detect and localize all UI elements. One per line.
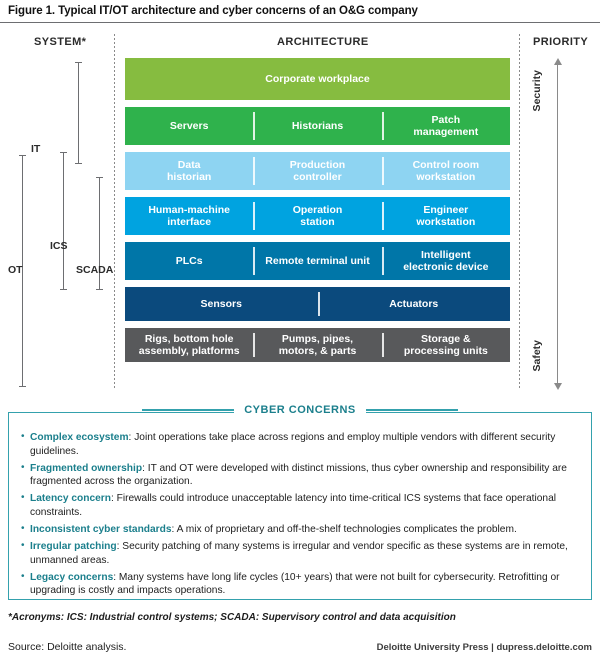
- figure-title: Figure 1. Typical IT/OT architecture and…: [8, 5, 418, 17]
- list-item: Complex ecosystem: Joint operations take…: [21, 430, 579, 458]
- architecture-stack: Corporate workplace Servers Historians P…: [125, 58, 510, 369]
- concern-term: Inconsistent cyber standards: [30, 523, 172, 535]
- dotted-separator-left: [114, 34, 115, 390]
- dotted-separator-right: [519, 34, 520, 390]
- priority-label-security: Security: [531, 70, 543, 112]
- list-item: Irregular patching: Security patching of…: [21, 539, 579, 567]
- bracket-ics: [60, 152, 67, 290]
- source-note: Source: Deloitte analysis.: [8, 641, 127, 653]
- title-rule-right: [365, 409, 458, 411]
- architecture-cell[interactable]: PLCs: [175, 254, 203, 267]
- cyber-concerns-panel: CYBER CONCERNS Complex ecosystem: Joint …: [8, 404, 592, 600]
- concern-text: : Many systems have long life cycles (10…: [30, 571, 560, 597]
- concern-term: Complex ecosystem: [30, 432, 129, 443]
- concern-text: : Firewalls could introduce unacceptable…: [30, 493, 557, 518]
- architecture-cell[interactable]: Corporate workplace: [265, 72, 370, 85]
- column-header-priority: PRIORITY: [533, 36, 589, 48]
- architecture-cell[interactable]: Sensors: [200, 297, 242, 310]
- list-item: Fragmented ownership: IT and OT were dev…: [21, 461, 579, 489]
- bracket-label-ot: OT: [8, 264, 23, 276]
- concern-text: : IT and OT were developed with distinct…: [30, 462, 567, 488]
- concern-term: Latency concern: [30, 493, 111, 505]
- arrow-down-icon: [553, 383, 562, 390]
- priority-label-safety: Safety: [531, 340, 543, 372]
- bracket-it: [75, 62, 82, 164]
- arrow-up-icon: [553, 58, 562, 65]
- concern-term: Fragmented ownership: [30, 462, 143, 474]
- acronyms-note: *Acronyms: ICS: Industrial control syste…: [8, 612, 456, 623]
- architecture-cell[interactable]: Servers: [169, 119, 209, 132]
- column-header-system: SYSTEM*: [34, 36, 87, 48]
- architecture-cell[interactable]: Actuators: [317, 287, 511, 321]
- architecture-cell[interactable]: Historians: [253, 107, 381, 145]
- bracket-label-ics: ICS: [50, 240, 68, 252]
- title-divider: [0, 22, 600, 23]
- concern-text: : Joint operations take place across reg…: [30, 432, 556, 457]
- publisher-credit[interactable]: Deloitte University Press | dupress.delo…: [376, 642, 592, 653]
- bracket-scada: [96, 177, 103, 290]
- list-item: Latency concern: Firewalls could introdu…: [21, 491, 579, 519]
- architecture-row-sensors[interactable]: Sensors Actuators: [125, 287, 510, 321]
- architecture-cell[interactable]: Remote terminal unit: [253, 242, 381, 280]
- bracket-label-scada: SCADA: [76, 264, 114, 276]
- bracket-label-it: IT: [31, 143, 41, 155]
- list-item: Legacy concerns: Many systems have long …: [21, 570, 579, 598]
- priority-axis-arrow: [553, 58, 562, 390]
- title-rule-left: [142, 409, 235, 411]
- bracket-ot: [19, 155, 26, 387]
- cyber-concerns-list: Complex ecosystem: Joint operations take…: [9, 413, 591, 598]
- concern-text: : Security patching of many systems is i…: [30, 540, 568, 566]
- concern-text: : A mix of proprietary and off-the-shelf…: [171, 523, 517, 535]
- concern-term: Legacy concerns: [30, 571, 114, 583]
- architecture-cell[interactable]: Storage &processing units: [381, 328, 510, 362]
- list-item: Inconsistent cyber standards: A mix of p…: [21, 522, 579, 537]
- architecture-cell[interactable]: Pumps, pipes,motors, & parts: [253, 328, 381, 362]
- column-header-architecture: ARCHITECTURE: [277, 36, 369, 48]
- architecture-row-corporate-workplace[interactable]: Corporate workplace: [125, 58, 510, 100]
- concern-term: Irregular patching: [30, 540, 117, 552]
